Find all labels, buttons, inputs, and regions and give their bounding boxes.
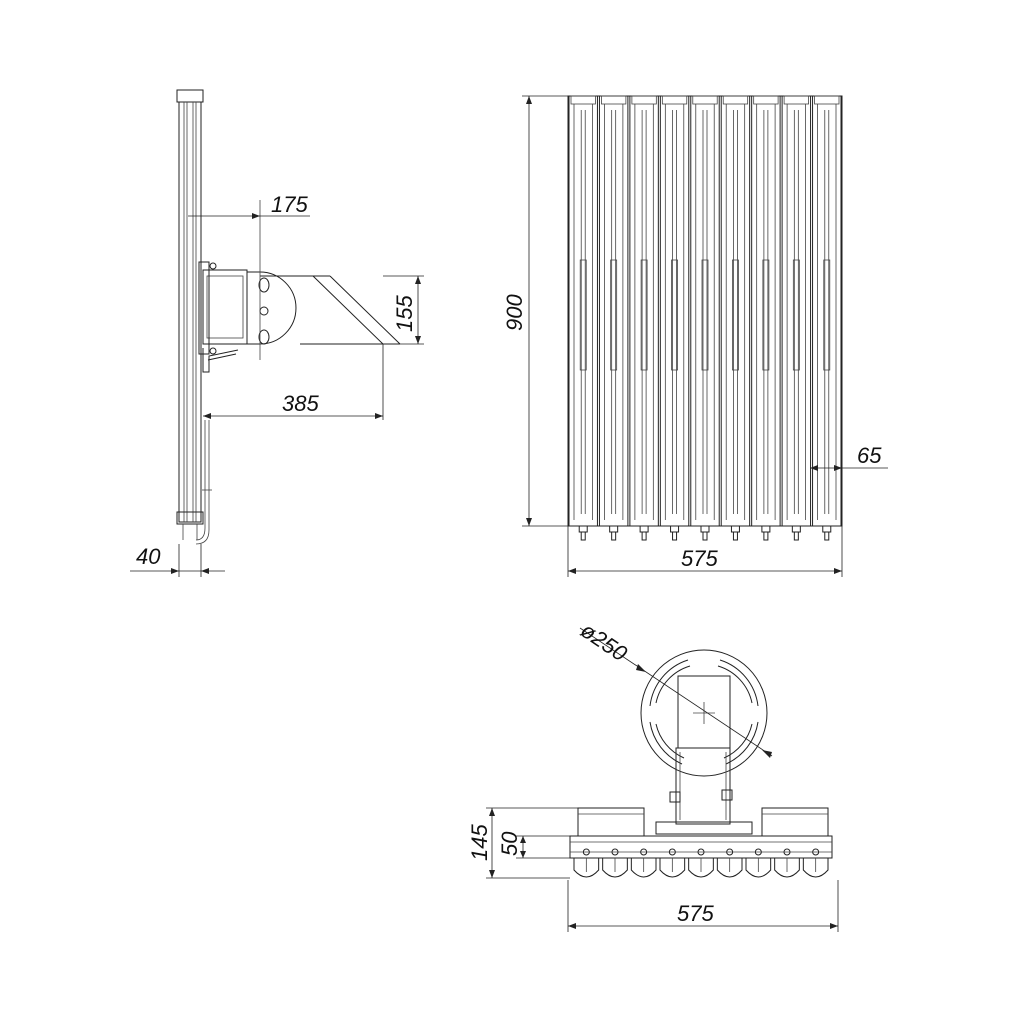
front-led-strips: [568, 95, 842, 527]
dim-575-bottom: 575: [567, 880, 839, 932]
dim-175: 175: [188, 192, 310, 219]
led-strip: [659, 95, 690, 527]
dim-145-label: 145: [467, 824, 492, 861]
front-outline: [567, 95, 843, 527]
mount-plate: [640, 649, 768, 777]
dim-575-front-label: 575: [681, 546, 718, 571]
dim-d250-label: ø250: [576, 617, 632, 666]
bottom-bracket: [655, 747, 753, 835]
bottom-fins: [573, 848, 829, 878]
dim-145: 145: [467, 807, 578, 879]
dim-40: 40: [130, 544, 225, 577]
dim-155-label: 155: [392, 295, 417, 332]
dim-175-label: 175: [271, 192, 308, 217]
dim-65: 65: [810, 443, 888, 471]
dim-385-label: 385: [282, 391, 319, 416]
heatsink-fin: [688, 848, 714, 878]
strip-connector: [730, 525, 740, 541]
heatsink-fin: [802, 848, 829, 878]
strip-connector: [639, 525, 649, 541]
dim-575-bottom-label: 575: [677, 901, 714, 926]
strip-connector: [578, 525, 588, 541]
bottom-view: ø250 145: [467, 617, 839, 932]
led-strip: [720, 95, 751, 527]
led-strip: [751, 95, 781, 527]
heatsink-fin: [573, 848, 600, 878]
dim-40-label: 40: [136, 544, 161, 569]
led-strip: [568, 95, 598, 527]
dim-d250: ø250: [576, 617, 773, 758]
led-strip: [812, 95, 842, 527]
strip-connector: [791, 525, 801, 541]
side-view: 175 155 385 40: [130, 89, 424, 577]
side-bracket: [247, 200, 401, 360]
dim-575-front: 575: [567, 526, 843, 577]
side-driver-box: [198, 261, 248, 373]
heatsink-fin: [745, 848, 772, 878]
dim-900: 900: [502, 95, 568, 527]
led-strip: [629, 95, 659, 527]
side-lamp-bar: [176, 89, 204, 540]
dim-50: 50: [497, 831, 570, 859]
led-strip: [598, 95, 629, 527]
strip-connector: [609, 525, 619, 541]
heatsink-fin: [774, 848, 800, 878]
side-cable: [195, 420, 212, 545]
front-view: 900 65 575: [502, 95, 888, 577]
strip-connector: [761, 525, 771, 541]
strip-connector: [700, 525, 710, 541]
dim-385: 385: [203, 344, 384, 420]
strip-connector: [822, 525, 832, 541]
dim-900-label: 900: [502, 294, 527, 331]
dim-50-label: 50: [497, 831, 522, 856]
led-strip: [781, 95, 812, 527]
dim-65-label: 65: [857, 443, 882, 468]
dim-155: 155: [383, 275, 424, 345]
heatsink-fin: [630, 848, 657, 878]
led-strip: [690, 95, 720, 527]
front-connectors: [578, 525, 832, 541]
strip-connector: [670, 525, 680, 541]
heatsink-fin: [716, 848, 743, 878]
heatsink-fin: [602, 848, 628, 878]
heatsink-fin: [659, 848, 686, 878]
